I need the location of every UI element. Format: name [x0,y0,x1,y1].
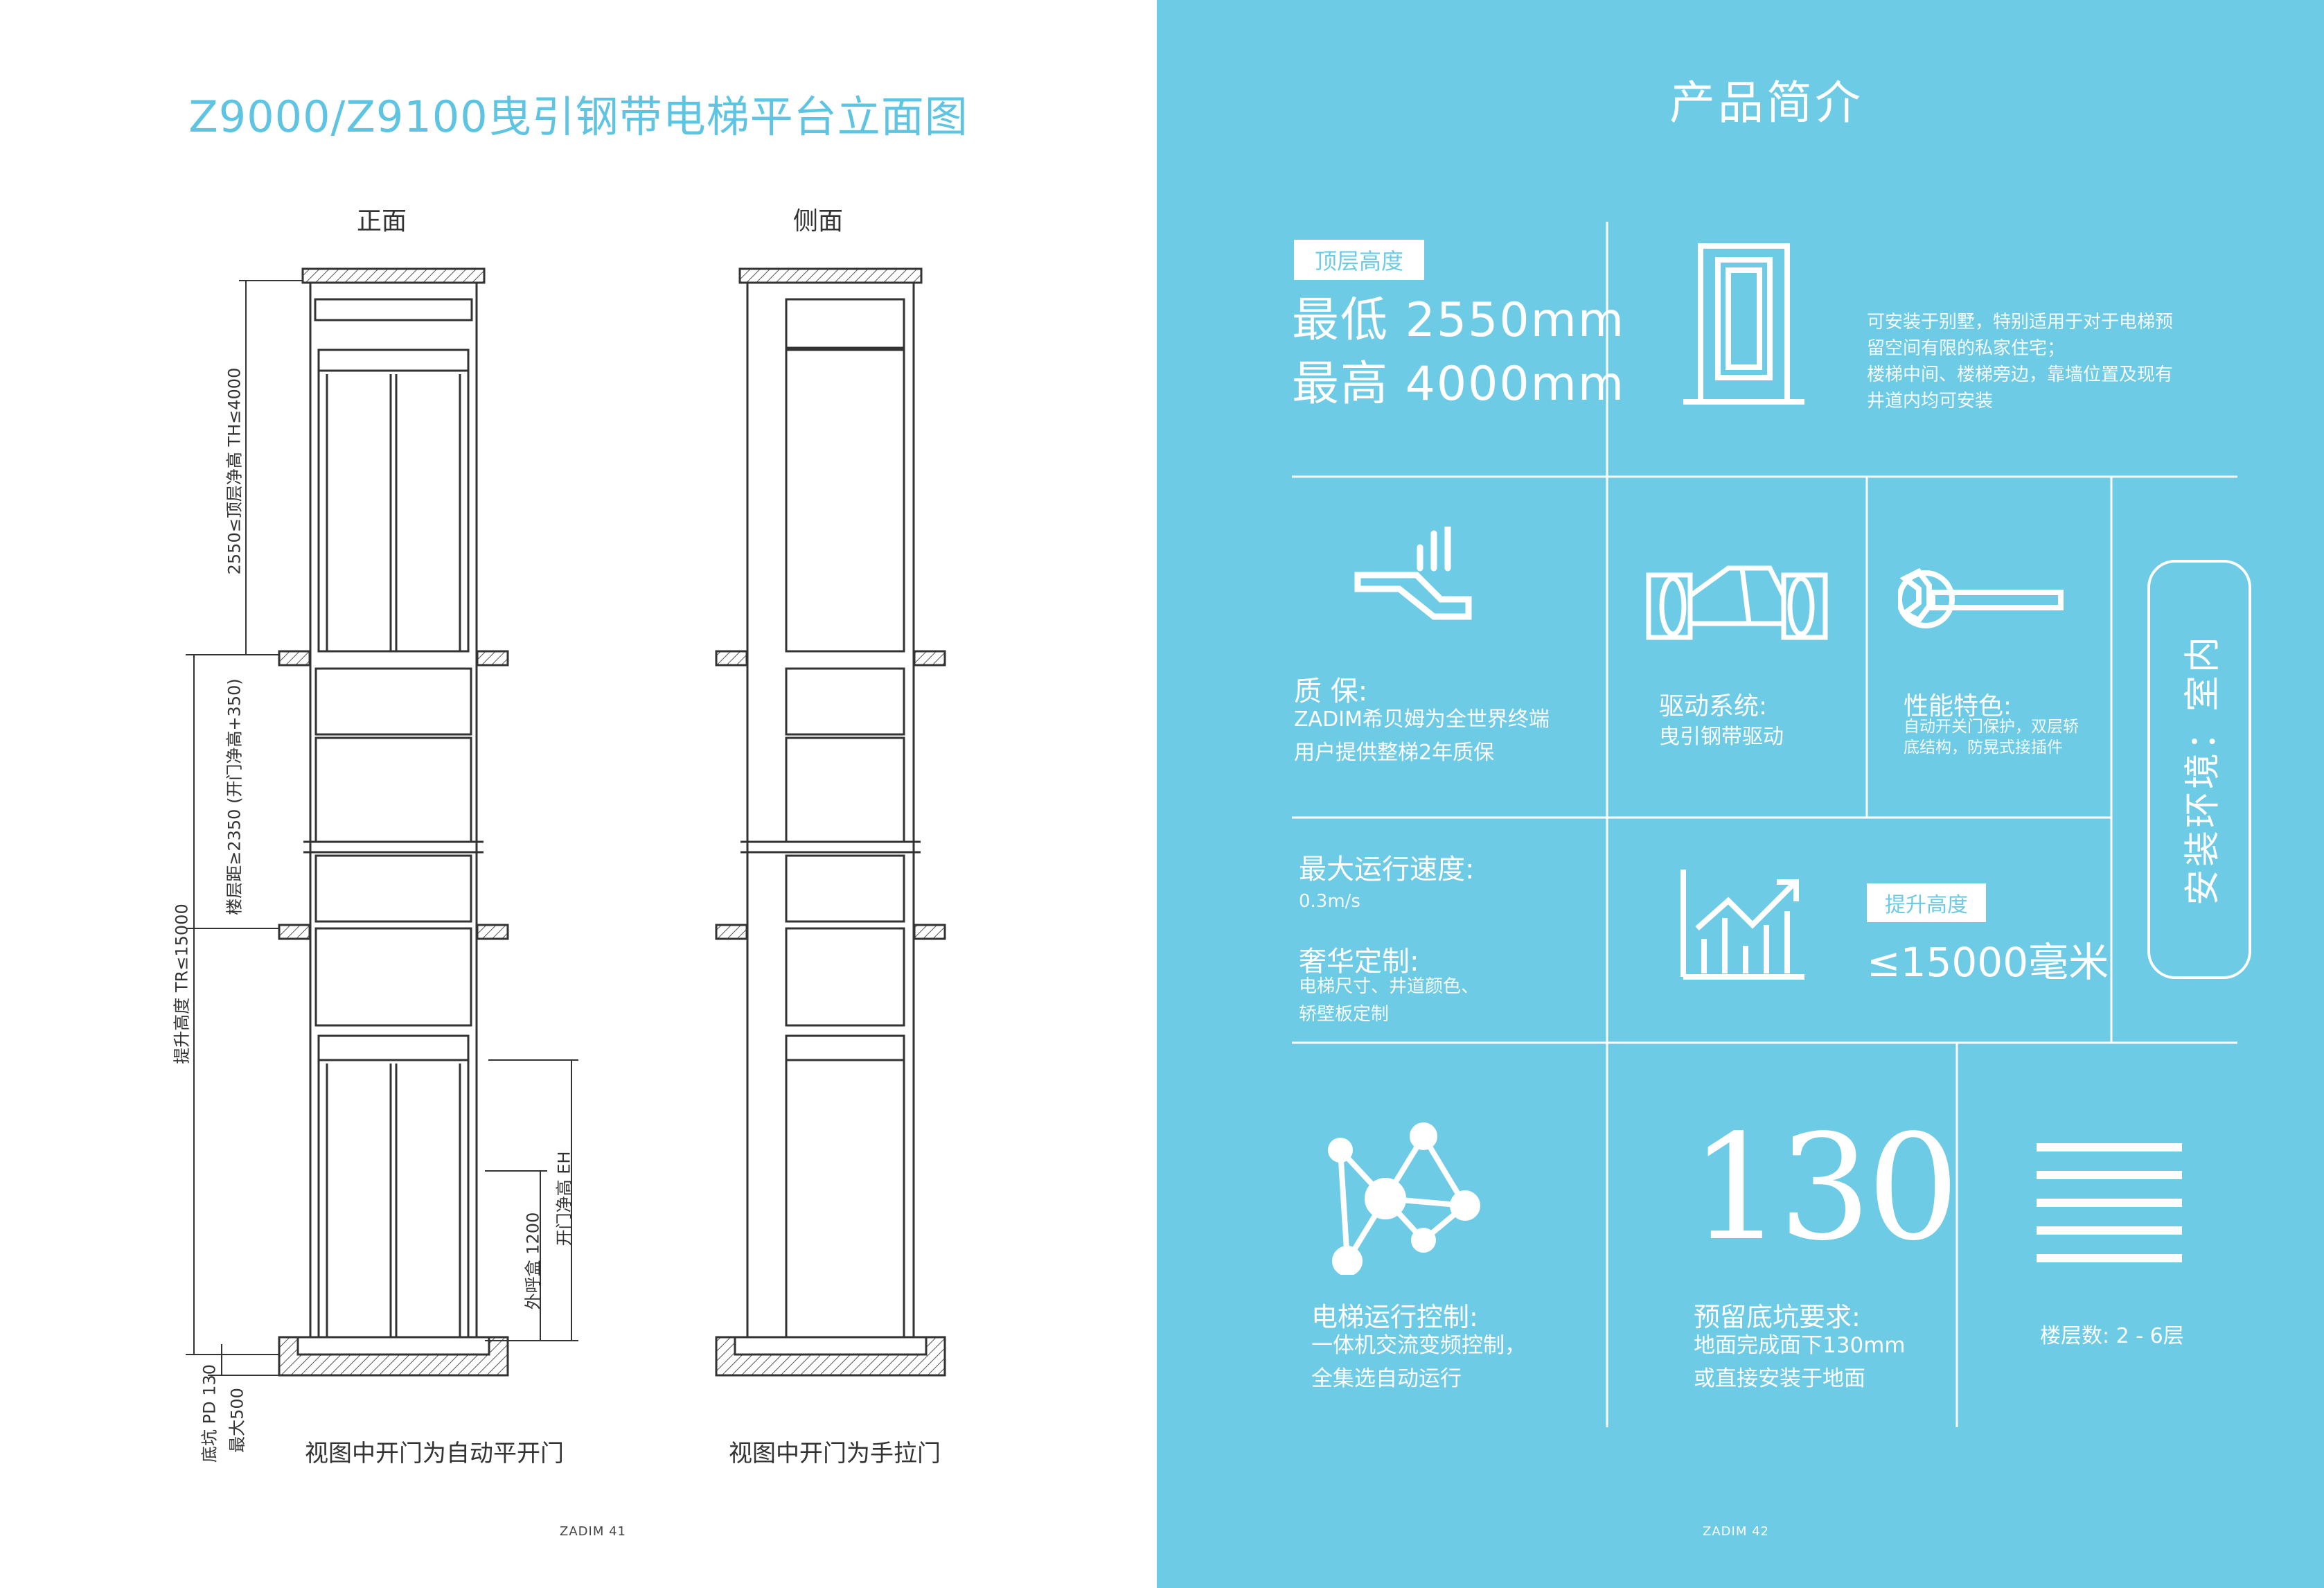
grid-lines [1292,222,2237,1427]
dim-pit: 底坑 PD 130 [199,1364,220,1463]
door-icon [1683,243,1804,405]
floors-text: 楼层数: 2 - 6层 [2040,1324,2184,1348]
top-floor-max: 最高 4000mm [1292,357,1626,412]
elevation-drawing [186,267,946,1377]
top-floor-min: 最低 2550mm [1292,293,1626,348]
folio-left: ZADIM 41 [560,1524,626,1539]
dim-floor-distance: 楼层距≥2350 (开门净高+350) [224,678,245,915]
front-caption: 视图中开门为自动平开门 [305,1440,564,1467]
top-floor-badge: 顶层高度 [1294,240,1425,280]
drive-text: 曳引钢带驱动 [1659,725,1784,749]
custom-text: 电梯尺寸、井道颜色、 轿壁板定制 [1299,976,1480,1025]
network-icon [1328,1122,1480,1275]
pit-title: 预留底坑要求: [1694,1302,1861,1332]
side-view-label: 侧面 [793,207,844,236]
lift-badge: 提升高度 [1867,883,1986,922]
page-title-right: 产品简介 [1669,76,1863,130]
performance-title: 性能特色: [1904,692,2012,721]
speed-value: 0.3m/s [1299,891,1360,912]
right-page: 产品简介 顶层高度 最低 2550mm 最高 4000mm 可安装于别墅，特别适… [1157,0,2324,1588]
lines-icon [2037,1143,2182,1262]
folio-page: 41 [609,1524,626,1539]
dim-sill: 外呼盒 1200 [523,1212,543,1310]
warranty-text: ZADIM希贝姆为全世界终端 用户提供整梯2年质保 [1294,707,1550,765]
folio-brand: ZADIM [1703,1524,1748,1539]
custom-title: 奢华定制: [1299,946,1419,978]
performance-text: 自动开关门保护，双层轿 底结构，防晃式接插件 [1904,718,2079,757]
side-elevation [715,267,946,1377]
lift-value: ≤15000毫米 [1867,939,2109,986]
hand-icon [1354,527,1472,620]
speed-title: 最大运行速度: [1299,854,1475,885]
chart-icon [1680,870,1804,980]
dim-top-height: 2550≤顶层净高 TH≤4000 [224,367,245,575]
front-view-label: 正面 [357,207,407,236]
dim-travel: 提升高度 TR≤15000 [172,903,192,1064]
front-elevation [278,267,509,1377]
install-note: 可安装于别墅，特别适用于对于电梯预 留空间有限的私家住宅； 楼梯中间、楼梯旁边，… [1867,312,2174,412]
side-caption: 视图中开门为手拉门 [729,1440,941,1467]
folio-brand: ZADIM [560,1524,605,1539]
control-text: 一体机交流变频控制， 全集选自动运行 [1311,1333,1526,1391]
pit-text: 地面完成面下130mm 或直接安装于地面 [1694,1333,1906,1391]
folio-right: ZADIM 42 [1703,1524,1769,1539]
wrench-icon [1898,567,2064,628]
environment-pill: 安装环境：室内 [2147,560,2251,979]
dim-door-height: 开门净高 EH [554,1151,574,1246]
warranty-title: 质 保: [1294,676,1368,707]
environment-text: 安装环境：室内 [2182,633,2224,906]
folio-page: 42 [1752,1524,1769,1539]
drive-title: 驱动系统: [1659,692,1768,721]
motor-icon [1646,565,1828,640]
pit-number: 130 [1690,1103,1960,1273]
page-title-left: Z9000/Z9100曳引钢带电梯平台立面图 [188,91,968,142]
control-title: 电梯运行控制: [1311,1302,1478,1332]
dim-pit-max: 最大500 [227,1388,247,1453]
left-page: Z9000/Z9100曳引钢带电梯平台立面图 正面 侧面 [0,0,1157,1588]
